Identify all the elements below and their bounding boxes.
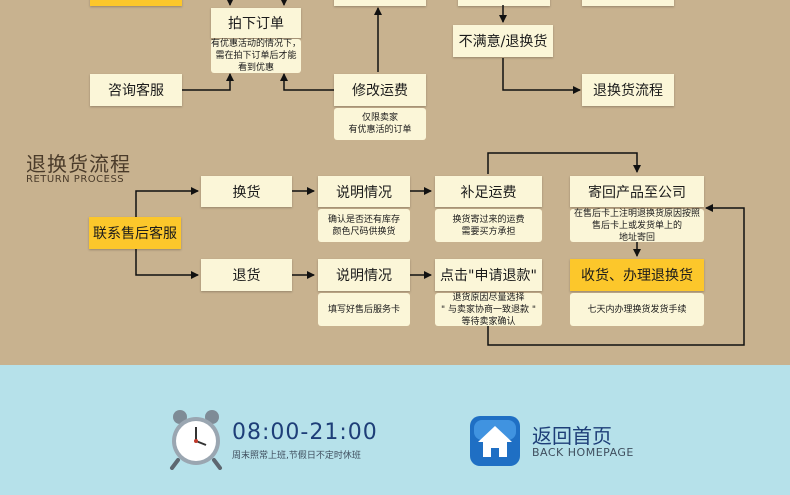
alarm-clock-icon bbox=[170, 410, 222, 470]
arrow-shipping-to-order bbox=[280, 73, 334, 91]
arrow-to-return-link bbox=[502, 58, 581, 94]
arrow-consult-to-order bbox=[182, 73, 234, 91]
cropped-top-box-3 bbox=[458, 0, 550, 6]
arrow-contact-to-exchange bbox=[135, 187, 199, 217]
arrow-contact-to-return bbox=[135, 249, 199, 279]
consult-box: 咨询客服 bbox=[90, 74, 182, 106]
business-hours: 08:00-21:00 bbox=[232, 420, 378, 445]
complete-exchange-note: 七天内办理换货发货手续 bbox=[570, 293, 704, 326]
arrow-shipping-to-sendback bbox=[487, 152, 641, 174]
place-order-box: 拍下订单 bbox=[211, 8, 301, 38]
explain-box-1: 说明情况 bbox=[318, 176, 410, 207]
cropped-top-box-2 bbox=[334, 0, 426, 6]
send-back-box: 寄回产品至公司 bbox=[570, 176, 704, 207]
cropped-top-box-4 bbox=[582, 0, 674, 6]
pay-shipping-box: 补足运费 bbox=[435, 176, 542, 207]
section-subtitle: RETURN PROCESS bbox=[26, 174, 125, 185]
return-flow-link-box: 退换货流程 bbox=[582, 74, 674, 106]
back-home-button[interactable]: 返回首页 BACK HOMEPAGE bbox=[466, 410, 646, 468]
arrow-refund-to-sendback bbox=[487, 204, 745, 346]
section-title: 退换货流程 bbox=[26, 152, 131, 176]
cropped-top-box-1 bbox=[90, 0, 182, 6]
back-home-subtitle: BACK HOMEPAGE bbox=[532, 446, 634, 459]
unsatisfied-box: 不满意/退换货 bbox=[453, 25, 553, 57]
footer-panel bbox=[0, 365, 790, 495]
back-home-title: 返回首页 bbox=[532, 424, 612, 448]
exchange-box: 换货 bbox=[201, 176, 292, 207]
pay-shipping-note: 换货寄过来的运费 需要买方承担 bbox=[435, 209, 542, 242]
explain-note-1: 确认是否还有库存 颜色尺码供换货 bbox=[318, 209, 410, 242]
refund-request-box: 点击"申请退款" bbox=[435, 259, 542, 291]
place-order-note: 有优惠活动的情况下， 需在拍下订单后才能 看到优惠 bbox=[211, 39, 302, 73]
contact-aftersales-box: 联系售后客服 bbox=[89, 217, 181, 249]
home-icon bbox=[470, 416, 520, 466]
explain-note-2: 填写好售后服务卡 bbox=[318, 293, 410, 326]
explain-box-2: 说明情况 bbox=[318, 259, 410, 291]
modify-shipping-box: 修改运费 bbox=[334, 74, 426, 106]
return-box: 退货 bbox=[201, 259, 292, 291]
modify-shipping-note: 仅限卖家 有优惠活的订单 bbox=[334, 108, 426, 140]
business-hours-note: 周末照常上班,节假日不定时休班 bbox=[232, 451, 361, 461]
send-back-note: 在售后卡上注明退换货原因按照 售后卡上或发货单上的 地址寄回 bbox=[570, 209, 704, 243]
complete-exchange-box: 收货、办理退换货 bbox=[570, 259, 704, 291]
refund-request-note: 退货原因尽量选择 " 与卖家协商一致退款 " 等待卖家确认 bbox=[435, 293, 542, 327]
